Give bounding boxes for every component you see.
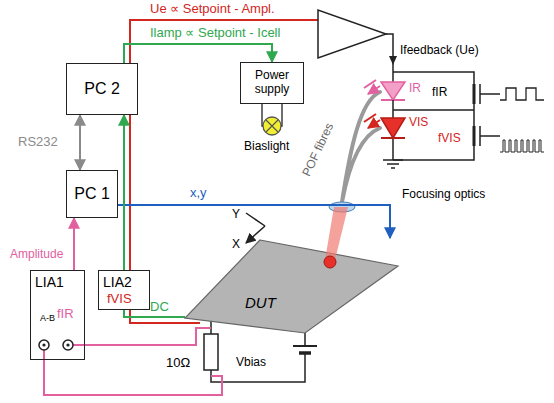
node-text: LIA1 xyxy=(35,274,64,290)
annotation-label: Biaslight xyxy=(244,140,289,154)
pulse-train xyxy=(500,140,544,152)
battery-symbol xyxy=(293,345,317,347)
bnc-connector xyxy=(39,340,49,350)
bnc-pin xyxy=(42,343,45,346)
battery-symbol xyxy=(299,351,311,355)
device-under-test: DUT xyxy=(185,238,400,333)
node-text: fIR xyxy=(57,307,74,322)
lock-in-amplifier: LIA2 fVIS xyxy=(98,270,150,310)
annotation-label: IR xyxy=(409,82,421,96)
light-cone xyxy=(325,207,348,260)
amplifier-symbol xyxy=(318,10,386,58)
annotation-label: Ue ∝ Setpoint - Ampl. xyxy=(150,2,275,17)
vis-emission xyxy=(364,114,380,128)
signal-connector xyxy=(118,205,390,238)
node-text: DUT xyxy=(245,294,276,311)
annotation-label: Focusing optics xyxy=(402,188,485,202)
annotation-label: Y xyxy=(232,208,240,222)
annotation-label: X xyxy=(232,238,240,252)
square-wave xyxy=(500,88,544,100)
connector-label: Amplitude xyxy=(10,248,63,262)
annotation-label: fVIS xyxy=(438,132,461,146)
pc-box: PC 1 xyxy=(66,170,118,218)
resistor-symbol xyxy=(204,334,218,370)
signal-connector xyxy=(73,218,75,270)
stage-axes xyxy=(246,213,265,243)
signal-connector xyxy=(124,44,272,63)
power-supply-box: Power supply xyxy=(240,62,304,104)
annotation-label: VIS xyxy=(409,116,428,130)
mosfet-wires xyxy=(393,72,500,160)
node-text: Power supply xyxy=(244,69,300,97)
connector-label: Ilamp ∝ Setpoint - Icell xyxy=(150,26,280,41)
pof-fibre xyxy=(342,92,380,202)
pc-box: PC 2 xyxy=(66,63,138,115)
annotation-label: fIR xyxy=(432,86,447,100)
ir-emission xyxy=(364,80,380,94)
bias-lamp xyxy=(263,117,281,135)
connector-label: x,y xyxy=(190,186,207,201)
current-arrow xyxy=(389,56,397,65)
mosfet-gate xyxy=(479,84,481,146)
annotation-label: Ifeedback (Ue) xyxy=(400,44,479,58)
bnc-connector xyxy=(63,340,73,350)
lock-in-amplifier: LIA1A-BfIR xyxy=(30,270,85,360)
connector-label: RS232 xyxy=(18,135,58,150)
annotation-label: Vbias xyxy=(236,356,266,370)
dut-plane xyxy=(185,238,400,333)
node-text: PC 1 xyxy=(74,185,110,203)
light-spot xyxy=(324,256,336,268)
connector-label: DC xyxy=(150,300,169,315)
dut-outline xyxy=(185,240,398,333)
node-text: PC 2 xyxy=(84,80,120,98)
annotation-label: POF fibres xyxy=(300,121,337,179)
lamp-cross xyxy=(266,120,278,132)
bnc-pin xyxy=(66,343,69,346)
signal-connector xyxy=(79,115,81,170)
node-text: LIA2 xyxy=(103,274,132,290)
ground-symbol xyxy=(383,160,403,168)
annotation-label: 10Ω xyxy=(166,356,190,371)
mosfet-symbol xyxy=(473,84,476,146)
node-text: A-B xyxy=(40,313,55,323)
vis-diode-bar xyxy=(381,137,405,139)
ir-diode xyxy=(381,82,405,100)
lia-input-wire xyxy=(44,328,222,395)
node-text: fVIS xyxy=(107,292,132,307)
vis-diode xyxy=(381,118,405,138)
